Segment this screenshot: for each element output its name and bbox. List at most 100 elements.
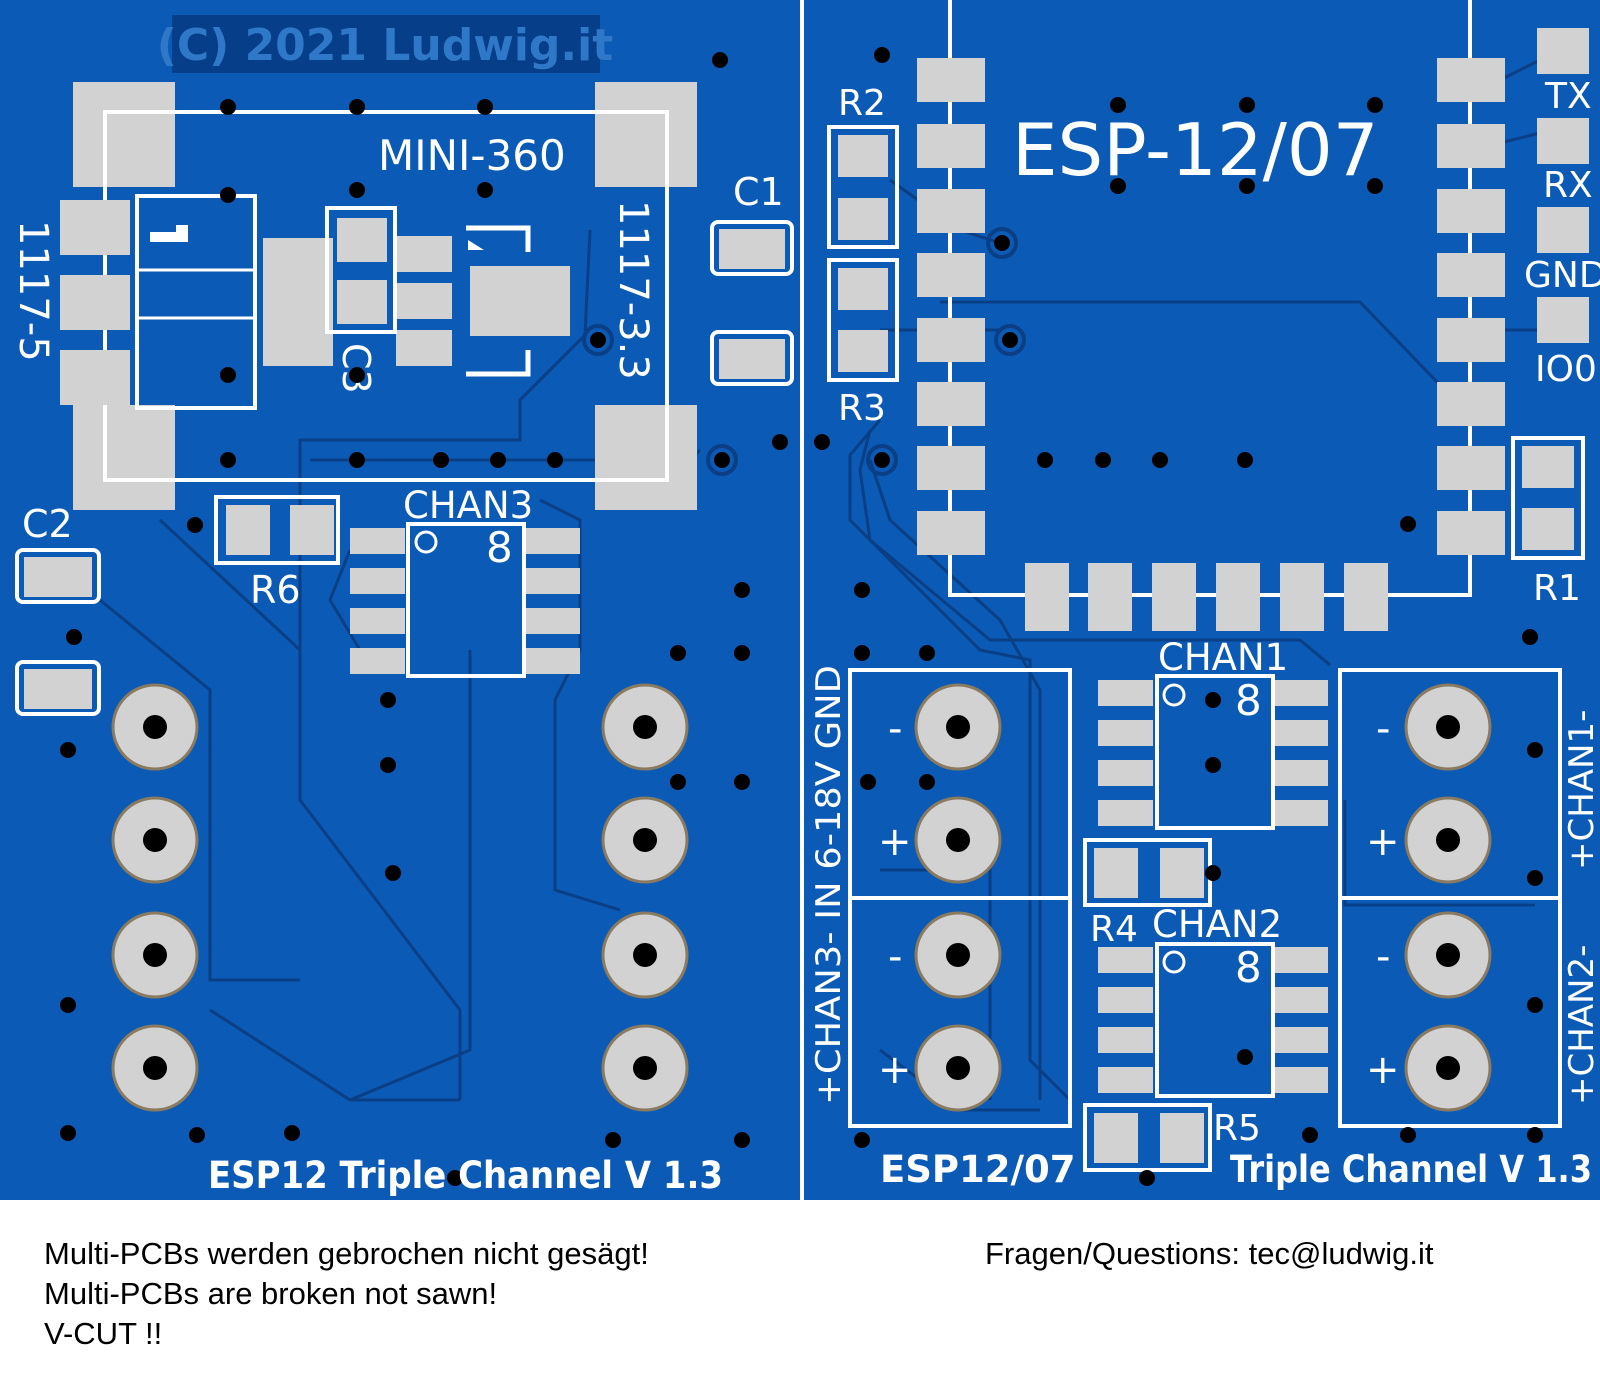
note-line-2: Multi-PCBs are broken not sawn!	[44, 1276, 498, 1311]
reg5-pads	[60, 200, 130, 405]
chan2-pin1-dot	[1162, 950, 1186, 974]
copyright-text: (C) 2021 Ludwig.it	[157, 20, 614, 71]
c1-pad-bottom	[719, 339, 785, 379]
reg33-corner-top	[466, 225, 531, 252]
r3-outline	[827, 258, 899, 382]
right-board: ESP-12/07 TX RX GND IO0	[804, 0, 1600, 1200]
gnd-label: GND	[1524, 255, 1600, 296]
esp-bottom-pads	[1025, 563, 1388, 631]
chan2-pads	[1098, 947, 1328, 1093]
tx-label: TX	[1544, 76, 1592, 117]
r4-pad-right	[1160, 848, 1204, 898]
mini360-label: MINI-360	[378, 131, 566, 180]
left-edge-label: +CHAN3- IN 6-18V GND	[809, 665, 849, 1105]
c3-pad-top	[337, 218, 387, 262]
r5-outline	[1083, 1103, 1212, 1172]
c2-outline-top	[15, 548, 101, 604]
right-terminal-holes	[946, 715, 1460, 1080]
reg5-label: 1117-5	[10, 220, 56, 362]
term3-plus: +	[1366, 819, 1400, 865]
copyright-box	[172, 15, 600, 73]
chan3-pin8: 8	[486, 523, 513, 572]
term2-plus: +	[878, 1047, 912, 1093]
chan3-label: CHAN3	[403, 484, 533, 527]
r6-pad-left	[226, 505, 270, 555]
board-gap	[800, 0, 804, 1200]
r2-label: R2	[838, 83, 886, 124]
esp-left-pads	[917, 58, 985, 555]
c2-outline-bottom	[15, 660, 101, 716]
right-footer-left: ESP12/07	[880, 1148, 1076, 1191]
chan2-edge-label: +CHAN2-	[1562, 945, 1600, 1105]
chan1-pin1-dot	[1162, 683, 1186, 707]
chan3-outline	[406, 522, 526, 678]
c2-pad-top	[24, 557, 92, 597]
chan1-pads	[1098, 680, 1328, 826]
io0-label: IO0	[1535, 349, 1597, 390]
r4-pad-left	[1094, 848, 1138, 898]
r3-pad-top	[838, 268, 888, 310]
c3-outline	[325, 206, 397, 334]
c1-pad-top	[719, 229, 785, 269]
questions-contact: Fragen/Questions: tec@ludwig.it	[985, 1236, 1434, 1271]
pcb-layout: (C) 2021 Ludwig.it MINI-360 1117-5	[0, 0, 1600, 1200]
chan1-edge-label: +CHAN1-	[1562, 710, 1600, 870]
c1-outline-bottom	[710, 330, 794, 386]
left-via-rings	[582, 324, 738, 476]
mini360-pads	[73, 82, 697, 510]
left-traces	[99, 229, 702, 1102]
c2-label: C2	[22, 502, 73, 546]
term1-plus: +	[878, 819, 912, 865]
chan3-pads	[350, 528, 580, 674]
header-pads	[1537, 28, 1589, 343]
right-vias	[814, 47, 1543, 1186]
r5-label: R5	[1213, 1108, 1261, 1149]
term1-minus: -	[888, 706, 902, 752]
r2-pad-top	[838, 135, 888, 177]
reg5-pin1-mark	[150, 232, 188, 242]
chan2-outline	[1155, 942, 1275, 1098]
reg33-label: 1117-3.3	[610, 200, 656, 380]
chan1-label: CHAN1	[1158, 636, 1288, 679]
r1-label: R1	[1533, 568, 1581, 609]
esp-right-pads	[1437, 58, 1505, 555]
r3-pad-bottom	[838, 330, 888, 372]
esp-label: ESP-12/07	[1012, 108, 1379, 192]
c1-outline-top	[710, 220, 794, 276]
c3-pad-bottom	[337, 280, 387, 324]
r6-pad-right	[290, 505, 334, 555]
chan1-outline	[1155, 674, 1275, 830]
reg5-outline	[135, 194, 257, 410]
r6-label: R6	[250, 568, 301, 612]
term2-minus: -	[888, 934, 902, 980]
r4-label: R4	[1090, 909, 1138, 950]
reg33-pin1-mark	[468, 240, 484, 250]
term4-plus: +	[1366, 1047, 1400, 1093]
left-footer: ESP12 Triple Channel V 1.3	[208, 1154, 723, 1197]
chan2-pin8: 8	[1235, 943, 1262, 992]
note-line-3: V-CUT !!	[44, 1316, 163, 1351]
right-via-rings	[866, 227, 1026, 476]
right-terminal-outlines	[848, 668, 1562, 1128]
chan3-pin1-dot	[414, 530, 438, 554]
left-vias	[60, 52, 788, 1186]
reg33-corner-bottom	[466, 350, 531, 377]
left-terminal-holes	[143, 715, 657, 1080]
chan1-pin8: 8	[1235, 676, 1262, 725]
r2-outline	[827, 125, 899, 249]
c2-pad-bottom	[24, 669, 92, 709]
r2-pad-bottom	[838, 198, 888, 240]
c1-label: C1	[733, 170, 784, 214]
term3-minus: -	[1376, 706, 1390, 752]
r5-pad-left	[1094, 1113, 1138, 1163]
term4-minus: -	[1376, 934, 1390, 980]
r3-label: R3	[838, 388, 886, 429]
chan2-label: CHAN2	[1152, 903, 1282, 946]
r1-pad-bottom	[1522, 508, 1574, 550]
note-line-1: Multi-PCBs werden gebrochen nicht gesägt…	[44, 1236, 649, 1271]
r1-outline	[1511, 436, 1585, 560]
right-footer-right: Triple Channel V 1.3	[1230, 1148, 1592, 1191]
r6-outline	[214, 495, 340, 565]
reg5-pin1-mark-2	[176, 225, 188, 242]
rx-label: RX	[1543, 165, 1593, 206]
